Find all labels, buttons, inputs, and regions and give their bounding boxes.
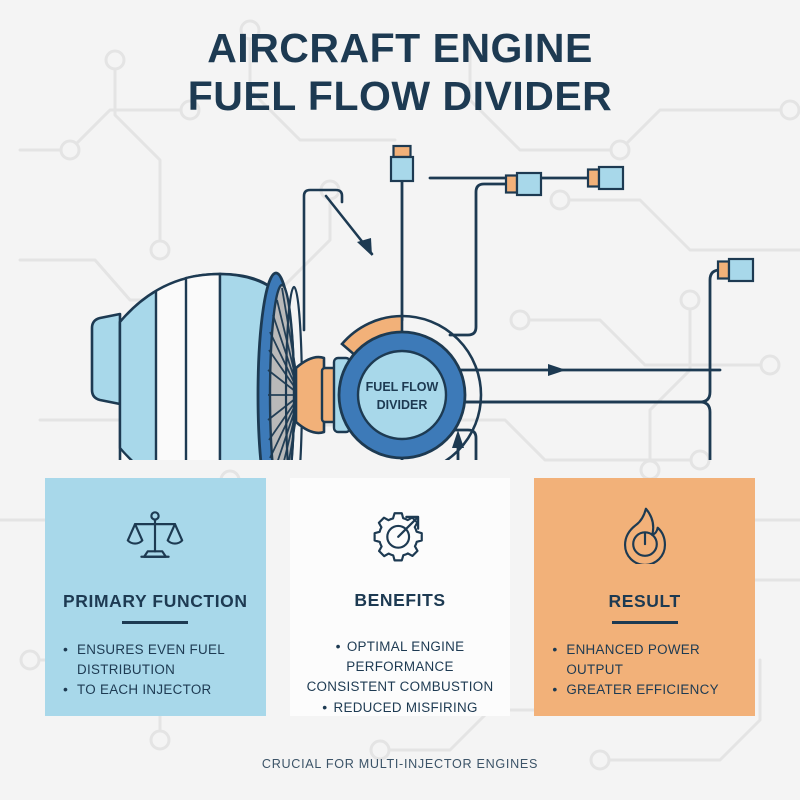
- card-divider-rule: [122, 620, 189, 624]
- flame-power-icon: [616, 506, 674, 565]
- title-line-2: FUEL FLOW DIVIDER: [187, 73, 613, 120]
- card-primary-function[interactable]: PRIMARY FUNCTION ENSURES EVEN FUEL DISTR…: [45, 478, 266, 716]
- card-title: PRIMARY FUNCTION: [63, 590, 248, 611]
- info-cards: PRIMARY FUNCTION ENSURES EVEN FUEL DISTR…: [45, 478, 756, 718]
- balance-scales-icon: [126, 506, 184, 565]
- page-title: AIRCRAFT ENGINE FUEL FLOW DIVIDER: [0, 24, 800, 121]
- card-benefits[interactable]: BENEFITS OPTIMAL ENGINE PERFORMANCE CONS…: [289, 478, 511, 718]
- list-item: ENSURES EVEN FUEL DISTRIBUTION: [61, 639, 250, 680]
- fuel-injector-nozzle: [586, 165, 625, 191]
- list-item: OPTIMAL ENGINE PERFORMANCE: [306, 636, 495, 677]
- flow-direction-arrow-icon: [548, 364, 566, 376]
- list-item: REDUCED MISFIRING: [306, 697, 495, 718]
- card-divider-rule: [611, 620, 678, 624]
- list-item: TO EACH INJECTOR: [61, 679, 250, 700]
- hub-label-line-1: FUEL FLOW: [366, 380, 439, 394]
- callout-arrow-icon: [302, 188, 374, 332]
- callout-arrowhead-icon: [357, 238, 372, 256]
- title-line-1: AIRCRAFT ENGINE: [207, 25, 593, 71]
- card-result[interactable]: RESULT ENHANCED POWER OUTPUT GREATER EFF…: [534, 478, 756, 716]
- list-item: GREATER EFFICIENCY: [550, 679, 739, 700]
- card-title: BENEFITS: [354, 590, 446, 610]
- hub-label-line-2: DIVIDER: [377, 398, 428, 412]
- fuel-flow-diagram: FUEL FLOW DIVIDER: [90, 144, 755, 460]
- card-bullet-list: ENHANCED POWER OUTPUT GREATER EFFICIENCY: [550, 639, 739, 700]
- card-title: RESULT: [608, 590, 681, 611]
- card-bullet-list: ENSURES EVEN FUEL DISTRIBUTION TO EACH I…: [61, 639, 250, 700]
- list-item: CONSISTENT COMBUSTION: [306, 679, 494, 695]
- fuel-injector-nozzle: [389, 144, 415, 183]
- footer-caption: CRUCIAL FOR MULTI-INJECTOR ENGINES: [261, 757, 539, 771]
- feed-arrow-icon: [452, 430, 464, 448]
- card-bullet-list: OPTIMAL ENGINE PERFORMANCE CONSISTENT CO…: [306, 636, 495, 718]
- fuel-flow-divider-hub: FUEL FLOW DIVIDER: [337, 314, 483, 460]
- list-item: ENHANCED POWER OUTPUT: [550, 639, 739, 680]
- gear-target-arrow-icon: [371, 506, 429, 564]
- fuel-injector-nozzle: [716, 257, 755, 283]
- fuel-injector-nozzle: [504, 171, 543, 197]
